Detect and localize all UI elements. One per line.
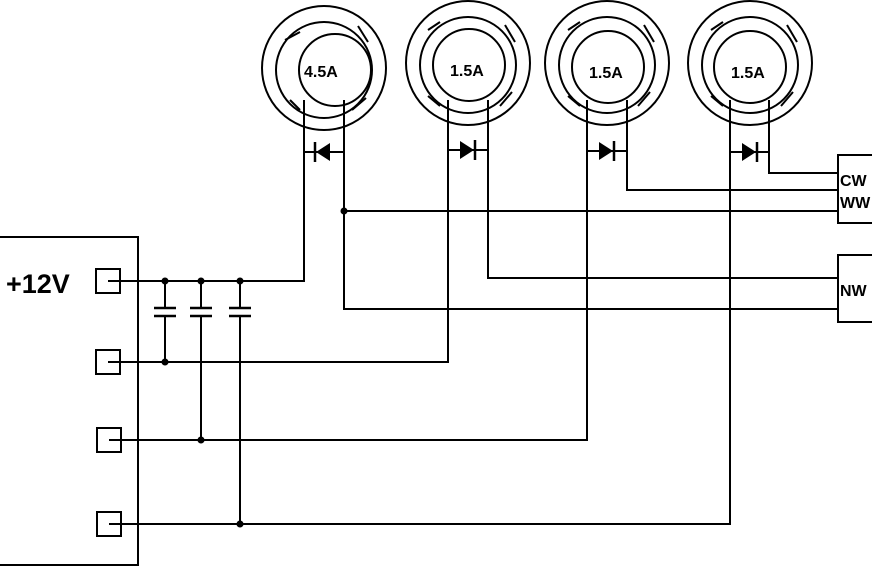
diode-1: [304, 142, 344, 162]
led-current-label: 4.5A: [304, 64, 338, 81]
led-output-wires: [340, 125, 838, 310]
connector-label-ww: WW: [840, 195, 871, 212]
connector-label-nw: NW: [840, 283, 868, 300]
led-1: 4.5A: [261, 5, 387, 131]
power-supply-label: +12V: [6, 269, 70, 299]
diode-3: [587, 141, 627, 161]
diode-4: [730, 142, 769, 162]
led-3: 1.5A: [544, 0, 670, 126]
capacitor-3: [229, 277, 251, 528]
capacitor-2: [190, 277, 212, 444]
capacitor-1: [154, 277, 176, 366]
supply-wires: [108, 125, 731, 525]
led-current-label: 1.5A: [450, 63, 484, 80]
led-2: 1.5A: [405, 0, 531, 126]
led-current-label: 1.5A: [731, 65, 765, 82]
diodes: [304, 140, 769, 162]
capacitors: [154, 277, 251, 528]
diode-2: [448, 140, 488, 160]
led-4: 1.5A: [687, 0, 813, 126]
connector-nw: NW: [837, 254, 872, 323]
connector-label-cw: CW: [840, 173, 868, 190]
connector-cw-ww: CW WW: [837, 154, 872, 224]
power-supply: +12V: [0, 236, 139, 566]
led-current-label: 1.5A: [589, 65, 623, 82]
